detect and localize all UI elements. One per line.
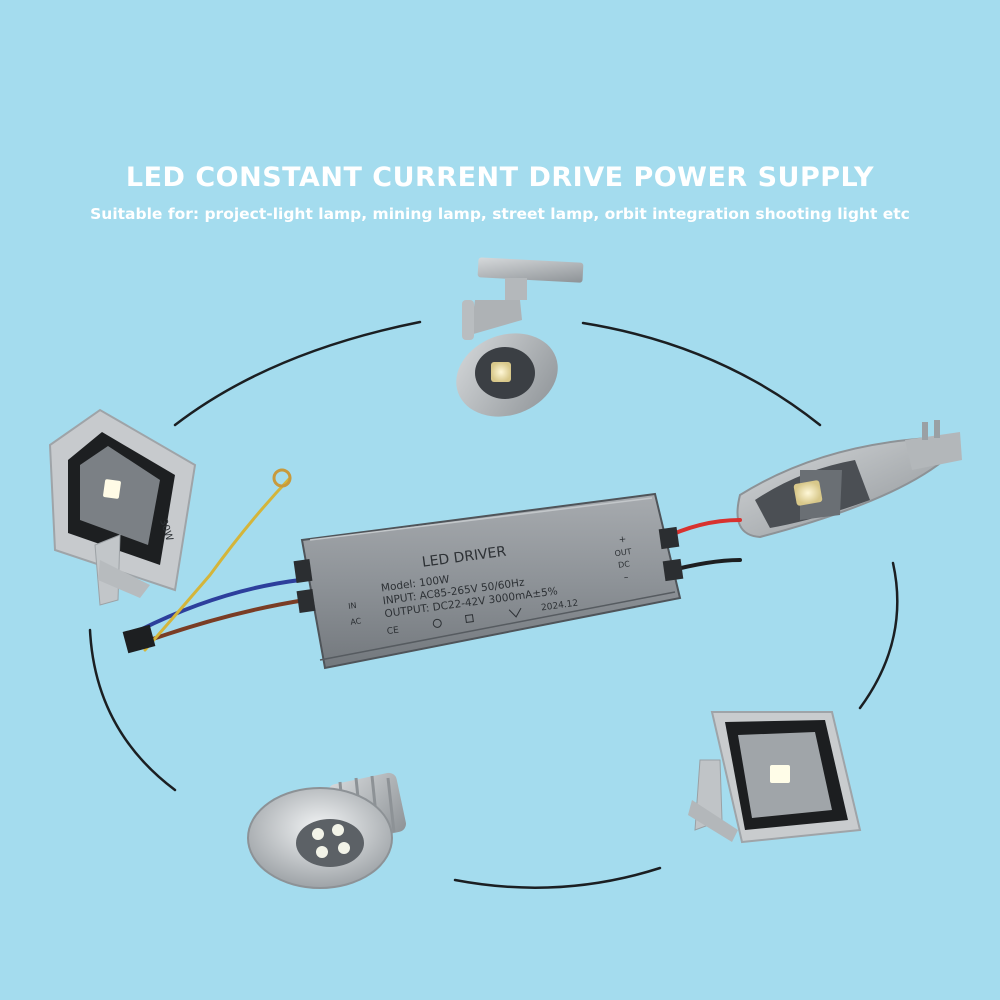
input-label-ac: AC xyxy=(350,616,362,626)
street-light xyxy=(736,420,962,539)
floodlight-left: 30W xyxy=(48,408,197,606)
driver-date: 2024.12 xyxy=(541,599,579,614)
output-label-dc: DC xyxy=(618,559,631,570)
connection-ring xyxy=(88,320,899,889)
floodlight-right xyxy=(688,711,862,844)
ring-arc xyxy=(581,321,822,427)
ring-arc xyxy=(173,320,422,427)
double-insulation-icon xyxy=(464,614,474,624)
ground-icon xyxy=(508,607,522,618)
ce-mark: CE xyxy=(386,626,399,638)
output-label-out: OUT xyxy=(614,547,632,558)
input-label-in: IN xyxy=(348,601,357,611)
track-light xyxy=(456,257,584,417)
ring-arc xyxy=(88,628,177,792)
page-title: LED CONSTANT CURRENT DRIVE POWER SUPPLY xyxy=(125,162,875,193)
page-subtitle: Suitable for: project-light lamp, mining… xyxy=(90,205,910,223)
output-plus: + xyxy=(618,535,627,546)
led-driver-box: LED DRIVER Model: 100W INPUT: AC85-265V … xyxy=(293,492,684,670)
ring-arc xyxy=(858,561,899,710)
output-minus: – xyxy=(623,573,629,584)
wiring xyxy=(122,468,742,654)
highbay-lamp xyxy=(247,772,406,889)
certification-icon xyxy=(432,618,442,628)
ring-arc xyxy=(453,866,662,889)
